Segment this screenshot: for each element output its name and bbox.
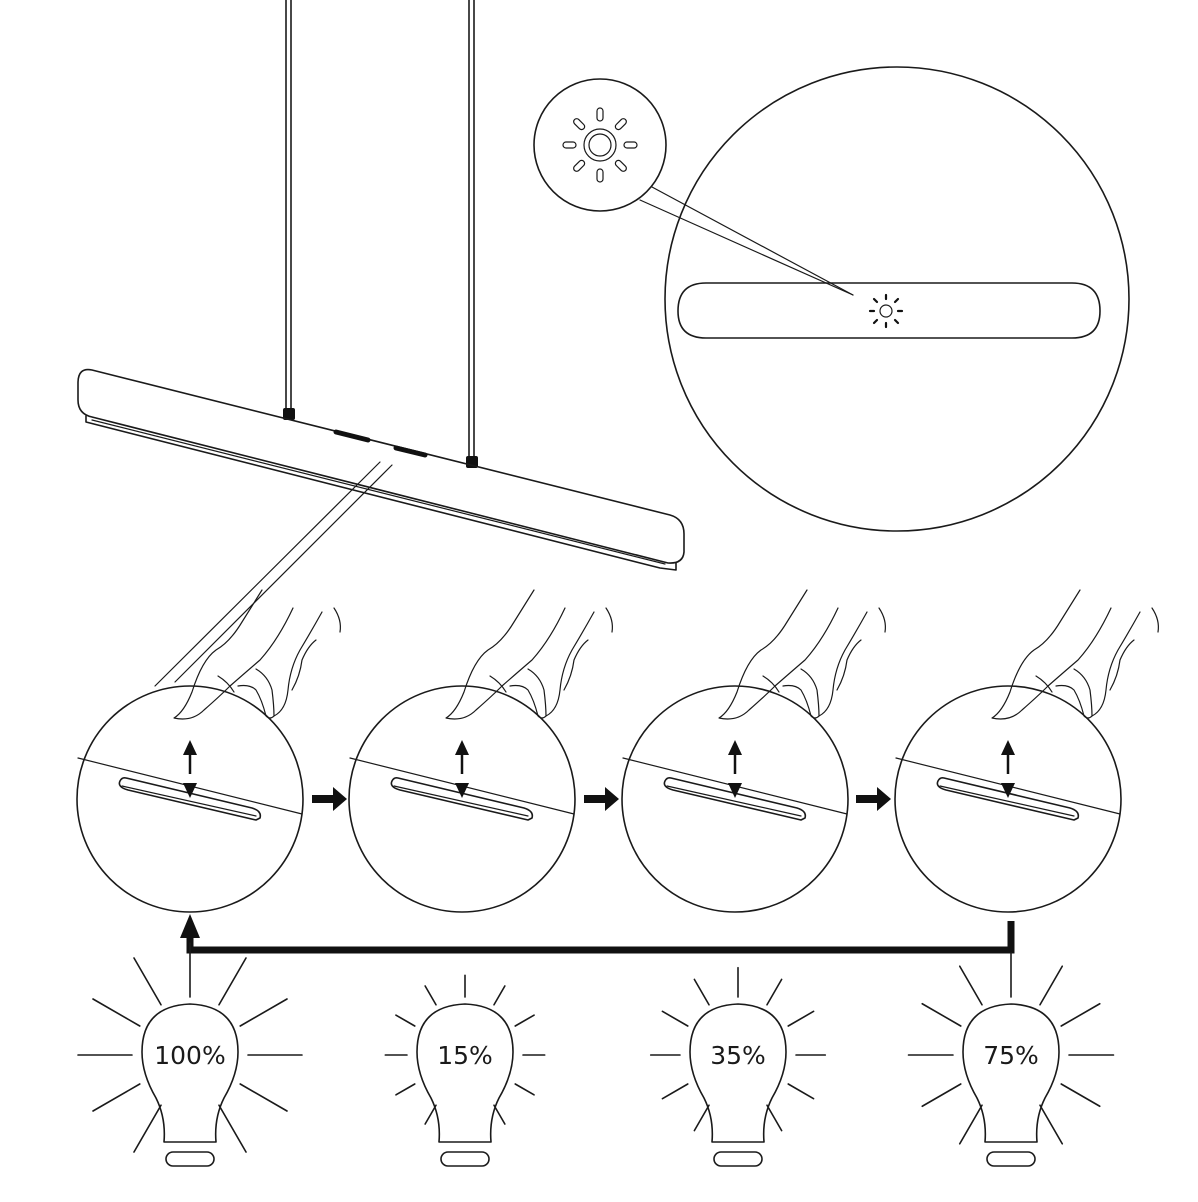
sensor-strip: [390, 777, 534, 821]
sensor-strip: [118, 777, 262, 821]
cycle-arrows: [180, 787, 1015, 954]
touch-distance-arrow: [728, 740, 742, 798]
hand-pointing-icon: [173, 589, 341, 720]
brightness-label: 75%: [983, 1041, 1039, 1070]
touch-distance-arrow: [1001, 740, 1015, 798]
light-rays: [649, 966, 827, 1132]
pendant-lamp: [77, 368, 685, 571]
touch-distance-arrow: [455, 740, 469, 798]
touch-steps: [76, 589, 1159, 913]
brightness-level-3: 35%: [649, 966, 827, 1167]
brightness-level-4: 75%: [907, 951, 1115, 1167]
light-bulb-icon: [962, 1003, 1060, 1167]
brightness-label: 15%: [437, 1041, 493, 1070]
touch-step-4: [894, 589, 1159, 913]
sensor-detail-circle: [639, 66, 1130, 532]
arrow-right-icon: [312, 787, 347, 811]
brightness-label: 100%: [154, 1041, 225, 1070]
light-bulb-icon: [416, 1003, 514, 1167]
suspension-cables: [283, 0, 478, 468]
light-bulb-icon: [689, 1003, 787, 1167]
light-rays: [384, 974, 546, 1125]
sun-icon: [868, 293, 904, 329]
light-rays: [907, 951, 1115, 1145]
sensor-strip: [663, 777, 807, 821]
hand-pointing-icon: [718, 589, 886, 720]
brightness-level-2: 15%: [384, 974, 546, 1167]
touch-distance-arrow: [183, 740, 197, 798]
sensor-strip: [936, 777, 1080, 821]
callout-lines: [154, 461, 393, 687]
arrow-right-icon: [856, 787, 891, 811]
brightness-label: 35%: [710, 1041, 766, 1070]
touch-step-3: [621, 589, 886, 913]
light-rays: [77, 942, 303, 1153]
brightness-levels: 100% 15% 35% 75%: [77, 942, 1115, 1167]
touch-step-2: [348, 589, 613, 913]
light-bulb-icon: [141, 1003, 239, 1167]
arrow-return-icon: [180, 914, 1015, 954]
hand-pointing-icon: [991, 589, 1159, 720]
hand-pointing-icon: [445, 589, 613, 720]
sun-icon: [562, 107, 638, 183]
touch-step-1: [76, 589, 341, 913]
arrow-right-icon: [584, 787, 619, 811]
brightness-level-1: 100%: [77, 942, 303, 1167]
sun-symbol-zoom: [533, 78, 667, 212]
